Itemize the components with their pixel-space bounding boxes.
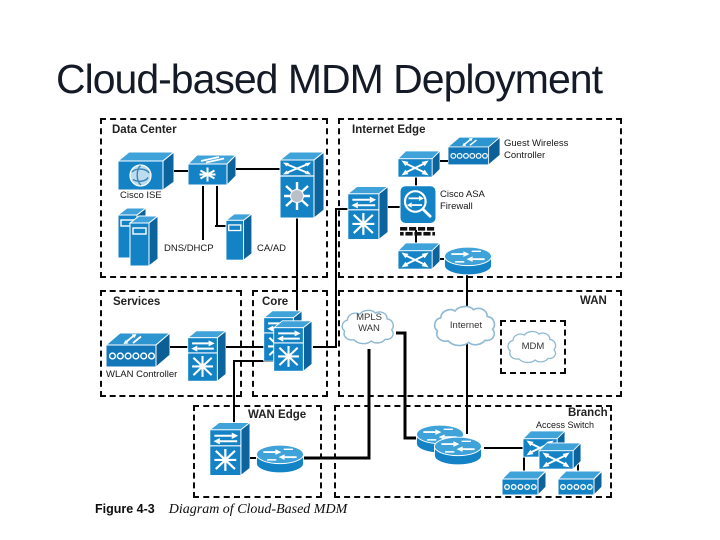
- figure-title: Diagram of Cloud-Based MDM: [168, 502, 348, 517]
- internet-edge-box: [338, 118, 622, 278]
- section-label-data-center: Data Center: [112, 124, 177, 136]
- section-label-branch: Branch: [568, 407, 608, 419]
- section-label-wan-edge: WAN Edge: [248, 409, 307, 421]
- mdm-cloud-label: MDM: [521, 341, 545, 352]
- access-switch-label: Access Switch: [536, 420, 595, 430]
- section-label-services: Services: [113, 296, 161, 308]
- internet-cloud-label: Internet: [449, 320, 483, 331]
- slide-title: Cloud-based MDM Deployment: [56, 56, 603, 102]
- data-center-box: [100, 118, 328, 278]
- figure-number: Figure 4-3: [95, 502, 155, 516]
- figure-caption: Figure 4-3 Diagram of Cloud-Based MDM: [95, 500, 347, 518]
- section-label-core: Core: [262, 296, 289, 308]
- wan-box: [338, 290, 622, 397]
- section-label-internet-edge: Internet Edge: [352, 124, 426, 136]
- dns-dhcp-label: DNS/DHCP: [164, 243, 214, 254]
- branch-box: [334, 405, 612, 498]
- core-box: [252, 290, 328, 397]
- mdm-dashed-box: [500, 320, 566, 374]
- services-box: [100, 290, 242, 397]
- wan-edge-box: [193, 405, 322, 498]
- wlan-controller-label: WLAN Controller: [106, 369, 178, 380]
- cisco-ise-label: Cisco ISE: [120, 190, 162, 201]
- section-label-wan: WAN: [580, 295, 607, 307]
- ca-ad-label: CA/AD: [257, 243, 287, 254]
